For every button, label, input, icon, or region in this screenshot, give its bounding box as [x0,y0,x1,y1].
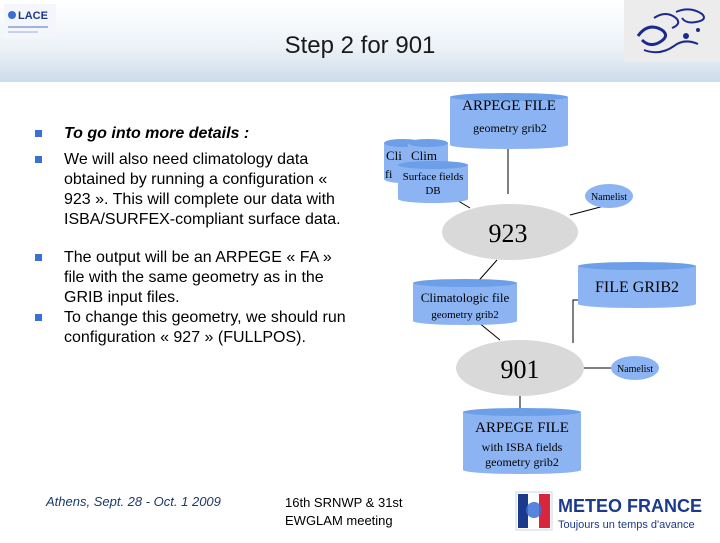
footer-event: 16th SRNWP & 31st EWGLAM meeting [285,494,445,530]
arpege-bottom-sub1: with ISBA fields [482,440,563,454]
file-grib2-label: FILE GRIB2 [595,279,679,296]
event-logo [624,0,720,62]
arpege-bottom-sub2: geometry grib2 [485,455,559,469]
arpege-top-title: ARPEGE FILE [462,98,556,114]
bullet-marker-icon [35,314,42,321]
surface-fields-label: Surface fields [403,171,464,183]
footer-event-line2: EWGLAM meeting [285,513,393,528]
bullet-marker-icon [35,156,42,163]
header-band [0,0,720,82]
lace-logo: LACE [4,4,56,38]
clim-fi-label: fi [385,167,393,181]
namelist-2-label: Namelist [617,364,653,375]
node-923-label: 923 [489,219,528,248]
meteo-france-logo-text: METEO FRANCE [558,496,702,516]
surface-db-label: DB [425,185,440,197]
namelist-2-ellipse [611,356,659,380]
footer-date: Athens, Sept. 28 - Oct. 1 2009 [46,494,221,509]
meteo-france-tagline: Toujours un temps d'avance [558,519,695,531]
node-923-ellipse [442,204,578,260]
bullet-geometry-text: To change this geometry, we should run c… [64,309,346,346]
bullet-intro: To go into more details : [35,124,355,146]
lace-logo-text: LACE [18,10,48,22]
bullet-marker-icon [35,130,42,137]
climatologic-title: Climatologic file [421,290,510,305]
climatologic-sub: geometry grib2 [431,309,499,321]
namelist-1-label: Namelist [591,192,627,203]
file-grib2-cylinder [578,262,696,308]
slide-title: Step 2 for 901 [284,32,436,59]
arpege-top-sub: geometry grib2 [473,121,547,135]
meteo-france-logo: METEO FRANCE Toujours un temps d'avance [514,486,716,538]
climatologic-file-cylinder [413,279,517,325]
bullet-intro-text: To go into more details : [64,125,250,142]
bullet-output: The output will be an ARPEGE « FA » file… [35,248,355,310]
namelist-1-ellipse [585,184,633,208]
clim-1-label: Cli [386,148,402,163]
clim-2-label: Clim [411,148,437,163]
node-901-label: 901 [501,355,540,384]
bullet-climatology: We will also need climatology data obtai… [35,150,355,242]
arpege-bottom-title: ARPEGE FILE [475,420,569,436]
bullet-output-text: The output will be an ARPEGE « FA » file… [64,249,332,306]
surface-fields-db-cylinder [398,161,468,203]
arpege-file-top-cylinder [450,93,568,149]
node-901-ellipse [456,340,584,396]
bullet-marker-icon [35,254,42,261]
footer-event-line1: 16th SRNWP & 31st [285,495,403,510]
bullet-climatology-text: We will also need climatology data obtai… [64,151,341,228]
bullet-geometry: To change this geometry, we should run c… [35,308,355,370]
arpege-file-bottom-cylinder [463,408,581,474]
